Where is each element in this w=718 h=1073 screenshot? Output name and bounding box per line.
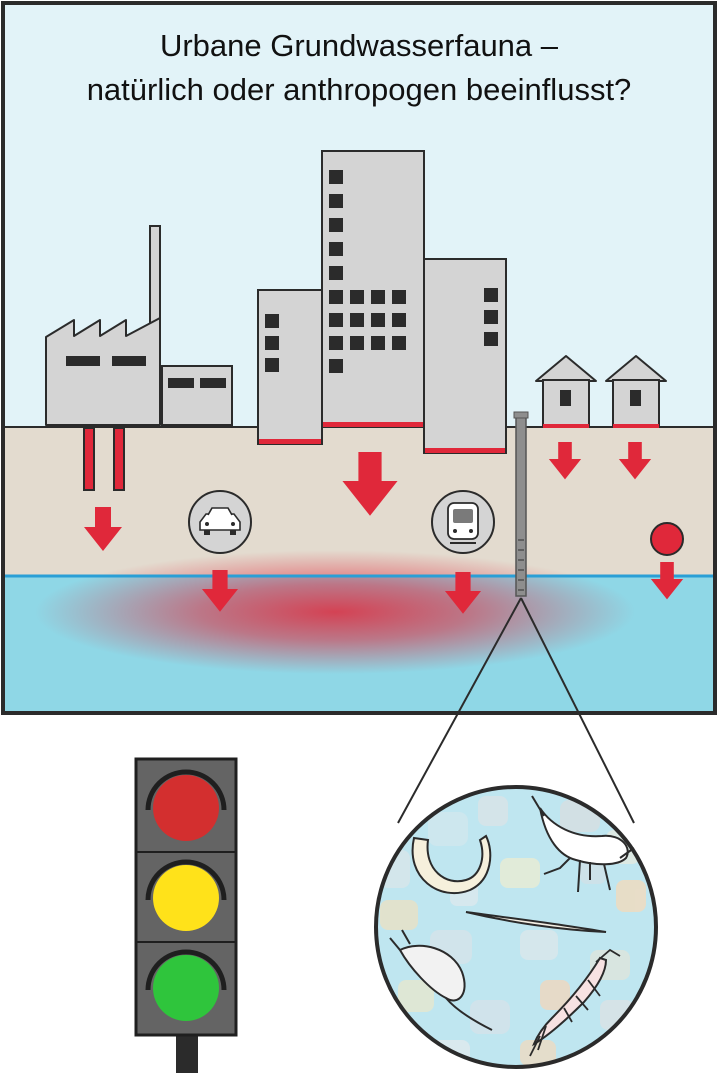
car-icon <box>188 490 252 554</box>
scene-frame <box>1 1 717 715</box>
house-icon <box>535 355 597 428</box>
building-tall <box>321 150 425 427</box>
traffic-light-green <box>153 955 219 1021</box>
title-line-2: natürlich oder anthropogen beeinflusst? <box>87 72 632 107</box>
factory-icon <box>45 225 233 426</box>
house-icon-2 <box>605 355 667 428</box>
traffic-light-red <box>153 775 219 841</box>
tram-icon <box>431 490 495 554</box>
contamination-plume <box>35 550 635 674</box>
shrimp-icon <box>529 948 621 1057</box>
traffic-light-icon <box>134 757 238 1073</box>
amphipod-icon <box>531 795 635 893</box>
building-left <box>257 289 323 445</box>
magnifier-icon <box>374 785 658 1069</box>
title-line-1: Urbane Grundwasserfauna – <box>160 28 559 63</box>
traffic-light-yellow <box>153 865 219 931</box>
worm-icon <box>411 834 492 895</box>
copepod-icon <box>389 929 493 1031</box>
point-source-dot <box>650 522 684 556</box>
building-right <box>423 258 507 454</box>
factory-pipes <box>83 427 125 491</box>
well-icon <box>513 411 529 597</box>
